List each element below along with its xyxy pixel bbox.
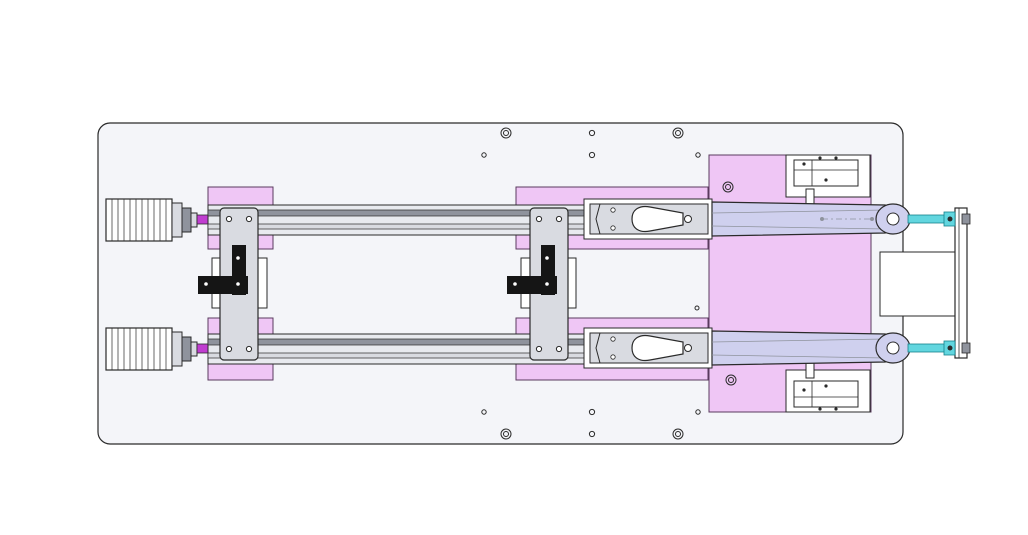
small-hole xyxy=(695,152,701,158)
counterbore-hole xyxy=(672,428,684,440)
motor-bottom xyxy=(105,327,209,371)
clamp-housing-bottom xyxy=(785,355,871,413)
magenta-coupling-pin xyxy=(196,343,209,354)
small-hole xyxy=(588,408,596,416)
small-hole xyxy=(481,409,487,415)
small-hole xyxy=(588,129,596,137)
small-hole xyxy=(481,152,487,158)
cyan-rod-bottom xyxy=(907,340,956,356)
small-hole xyxy=(588,430,596,438)
end-bracket-body xyxy=(879,251,959,317)
black-bracket-left xyxy=(198,245,248,295)
clamp-housing-top xyxy=(785,154,871,212)
motor-fins xyxy=(111,199,167,241)
black-bracket-mid xyxy=(507,245,557,295)
gripper-assembly-top xyxy=(583,198,911,240)
end-plate xyxy=(954,207,968,359)
magenta-coupling-pin xyxy=(196,214,209,225)
small-hole xyxy=(694,305,700,311)
counterbore-hole xyxy=(672,127,684,139)
counterbore-hole xyxy=(500,428,512,440)
plate-holes xyxy=(481,127,701,440)
motor-top xyxy=(105,198,209,242)
pink-block-holes xyxy=(722,181,737,386)
pink-mount-block xyxy=(708,154,872,413)
small-hole xyxy=(588,151,596,159)
cyan-rod-top xyxy=(907,211,956,227)
counterbore-hole xyxy=(500,127,512,139)
motor-fins xyxy=(111,328,167,370)
end-plate-bolts xyxy=(961,213,971,354)
gripper-assembly-bottom xyxy=(583,327,911,369)
small-hole xyxy=(695,409,701,415)
